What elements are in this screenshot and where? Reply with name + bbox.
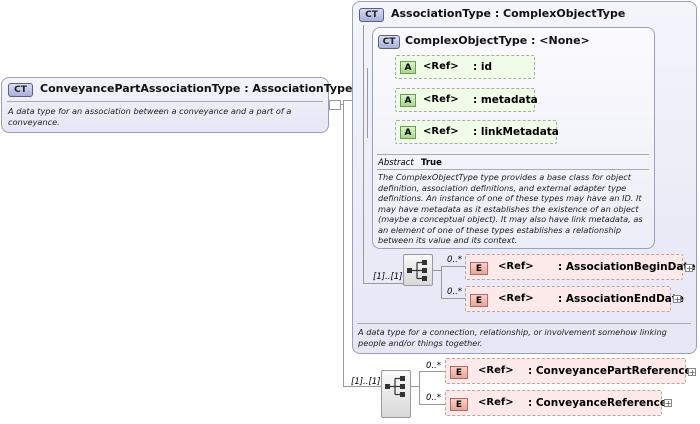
complex-type-icon: CT bbox=[378, 35, 400, 49]
expand-icon[interactable]: + bbox=[685, 264, 693, 273]
attribute-ref: <Ref> bbox=[423, 94, 459, 105]
element-conveyance-part-reference[interactable]: E <Ref> : ConveyancePartReference bbox=[445, 358, 692, 384]
complex-type-icon: CT bbox=[359, 8, 384, 22]
root-type-description: A data type for an association between a… bbox=[8, 106, 292, 127]
element-name: : AssociationBeginDate bbox=[558, 261, 696, 273]
connector-line bbox=[419, 371, 420, 404]
connector-line bbox=[367, 68, 368, 138]
element-name: : AssociationEndDate bbox=[558, 293, 685, 305]
element-name: : ConveyancePartReference bbox=[528, 365, 692, 377]
connector-line bbox=[441, 266, 465, 267]
connector-line bbox=[343, 100, 344, 386]
divider bbox=[357, 323, 691, 324]
element-name: : ConveyanceReference bbox=[528, 397, 667, 409]
sequence-compositor[interactable] bbox=[381, 370, 411, 418]
association-type-description: A data type for a connection, relationsh… bbox=[358, 327, 667, 348]
element-multiplicity: 0..* bbox=[426, 393, 442, 403]
element-ref: <Ref> bbox=[498, 293, 534, 304]
sequence-compositor[interactable] bbox=[403, 254, 433, 286]
root-complex-type-box: CT ConveyancePartAssociationType : Assoc… bbox=[1, 77, 352, 133]
attribute-link-metadata[interactable]: A <Ref> : linkMetadata bbox=[395, 120, 559, 144]
element-icon: E bbox=[450, 398, 468, 411]
attribute-metadata[interactable]: A <Ref> : metadata bbox=[395, 88, 538, 112]
element-conveyance-reference[interactable]: E <Ref> : ConveyanceReference bbox=[445, 390, 667, 416]
complex-object-type-box: CT ComplexObjectType : <None> A <Ref> : … bbox=[367, 27, 655, 249]
element-ref: <Ref> bbox=[498, 261, 534, 272]
connector-line bbox=[411, 386, 419, 387]
complex-object-type-description: The ComplexObjectType type provides a ba… bbox=[378, 172, 643, 245]
attribute-name: : metadata bbox=[473, 94, 538, 106]
attribute-ref: <Ref> bbox=[423, 61, 459, 72]
attribute-icon: A bbox=[400, 61, 416, 74]
attribute-name: : linkMetadata bbox=[473, 126, 559, 138]
element-association-end-date[interactable]: E <Ref> : AssociationEndDate bbox=[465, 286, 684, 312]
expand-icon[interactable]: + bbox=[688, 368, 696, 377]
divider bbox=[377, 154, 649, 155]
connector-line bbox=[363, 283, 403, 284]
connector-line bbox=[343, 386, 381, 387]
element-multiplicity: 0..* bbox=[426, 361, 442, 371]
sequence-icon bbox=[407, 260, 427, 281]
divider bbox=[377, 169, 649, 170]
element-icon: E bbox=[470, 294, 488, 307]
element-ref: <Ref> bbox=[478, 397, 514, 408]
connector-node bbox=[329, 100, 341, 110]
expand-icon[interactable]: + bbox=[673, 295, 681, 304]
connector-line bbox=[363, 25, 364, 283]
connector-line bbox=[419, 371, 445, 372]
element-association-begin-date[interactable]: E <Ref> : AssociationBeginDate bbox=[465, 254, 696, 280]
association-type-box: CT AssociationType : ComplexObjectType C… bbox=[352, 1, 697, 354]
connector-line bbox=[441, 298, 465, 299]
element-multiplicity: 0..* bbox=[447, 287, 463, 297]
element-multiplicity: 0..* bbox=[447, 255, 463, 265]
attribute-icon: A bbox=[400, 126, 416, 139]
sequence-multiplicity: [1]..[1] bbox=[373, 272, 403, 282]
root-type-title: ConveyancePartAssociationType : Associat… bbox=[40, 82, 353, 95]
complex-object-type-title: ComplexObjectType : <None> bbox=[405, 34, 590, 47]
element-ref: <Ref> bbox=[478, 365, 514, 376]
attribute-id[interactable]: A <Ref> : id bbox=[395, 55, 535, 79]
complex-type-icon: CT bbox=[8, 83, 33, 97]
attribute-icon: A bbox=[400, 94, 416, 107]
connector-line bbox=[441, 266, 442, 298]
connector-line bbox=[433, 270, 441, 271]
expand-icon[interactable]: + bbox=[664, 399, 672, 408]
sequence-multiplicity: [1]..[1] bbox=[351, 377, 381, 387]
divider bbox=[7, 101, 323, 102]
element-icon: E bbox=[450, 366, 468, 379]
element-icon: E bbox=[470, 262, 488, 275]
connector-line bbox=[343, 100, 353, 101]
connector-line bbox=[419, 404, 445, 405]
association-type-title: AssociationType : ComplexObjectType bbox=[391, 7, 626, 20]
attribute-ref: <Ref> bbox=[423, 126, 459, 137]
abstract-value: True bbox=[421, 158, 442, 168]
abstract-label: Abstract bbox=[378, 158, 414, 168]
sequence-icon bbox=[385, 376, 405, 397]
attribute-name: : id bbox=[473, 61, 492, 73]
